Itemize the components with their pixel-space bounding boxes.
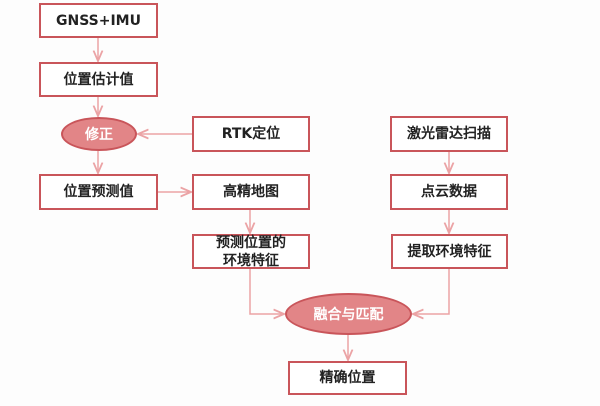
node-correction: 修正 xyxy=(61,117,137,151)
node-point-cloud: 点云数据 xyxy=(390,174,508,210)
node-position-prediction: 位置预测值 xyxy=(39,174,158,210)
node-rtk: RTK定位 xyxy=(192,116,310,152)
node-extract-features: 提取环境特征 xyxy=(391,234,508,269)
node-predicted-features: 预测位置的 环境特征 xyxy=(192,234,310,269)
node-lidar-scan: 激光雷达扫描 xyxy=(390,116,508,152)
node-gnss-imu: GNSS+IMU xyxy=(39,3,158,38)
node-hd-map: 高精地图 xyxy=(192,174,310,210)
node-fusion-matching: 融合与匹配 xyxy=(285,293,412,335)
arrow-extract-to-fusion xyxy=(413,269,450,314)
predicted-features-line1: 预测位置的 xyxy=(216,234,286,251)
node-precise-position: 精确位置 xyxy=(288,361,407,395)
predicted-features-line2: 环境特征 xyxy=(223,252,279,269)
node-position-estimate: 位置估计值 xyxy=(39,62,158,97)
arrow-features-to-fusion xyxy=(249,269,284,314)
